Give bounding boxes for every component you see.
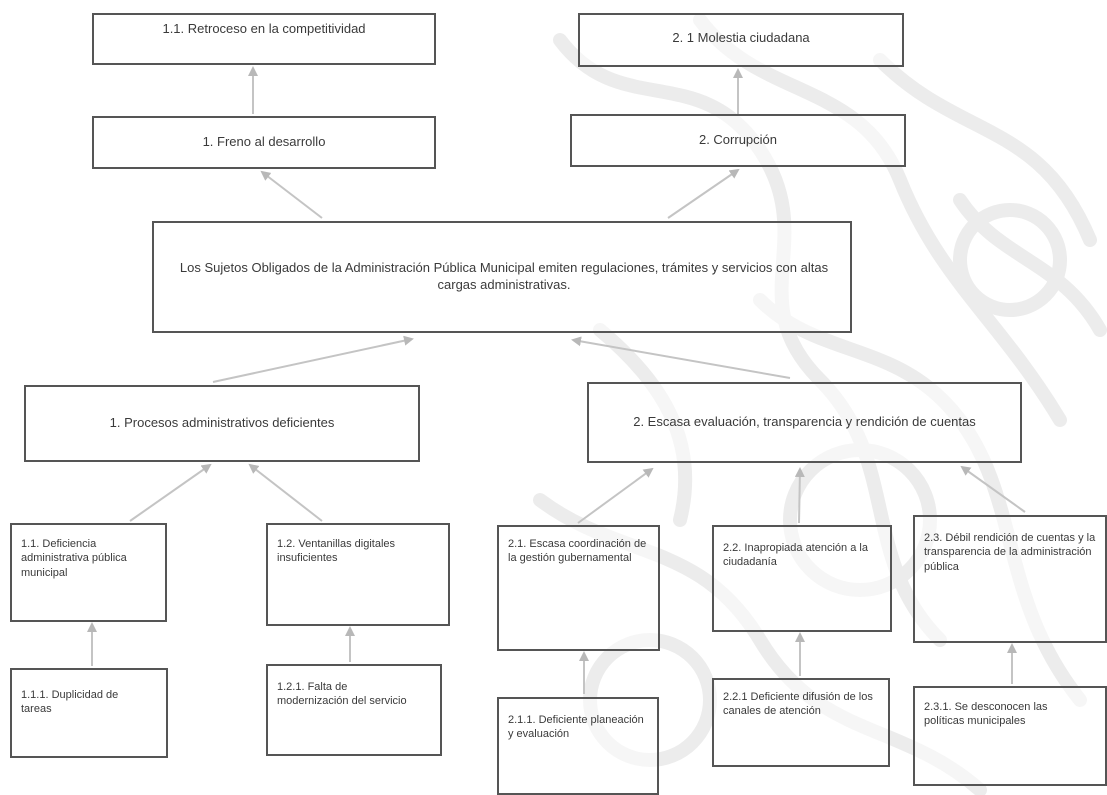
effect-1-1-text: 1.1. Retroceso en la competitividad	[162, 20, 366, 36]
arrow-c1_2-to-c1	[248, 463, 323, 522]
arrow-c1_1-to-c1	[129, 463, 212, 522]
root-1-1-1-text: 1.1.1. Duplicidad de tareas	[21, 689, 119, 716]
effect-1-text: 1. Freno al desarrollo	[202, 134, 326, 150]
arrow-c2_1-to-c2	[577, 467, 654, 524]
central-problem-box: Los Sujetos Obligados de la Administraci…	[152, 221, 852, 333]
subcause-2-2-box: 2.2. Inapropiada atención a la ciudadaní…	[712, 525, 892, 632]
root-1-1-1-box: 1.1.1. Duplicidad de tareas	[10, 668, 168, 758]
subcause-2-3-text: 2.3. Débil rendición de cuentas y la tra…	[924, 532, 1096, 573]
subcause-1-2-box: 1.2. Ventanillas digitales insuficientes	[266, 523, 450, 626]
effect-2-box: 2. Corrupción	[570, 114, 906, 167]
root-2-3-1-box: 2.3.1. Se desconocen las políticas munic…	[913, 686, 1107, 786]
subcause-2-3-box: 2.3. Débil rendición de cuentas y la tra…	[913, 515, 1107, 643]
arrow-problem-to-corrupcion	[667, 168, 740, 219]
cause-2-box: 2. Escasa evaluación, transparencia y re…	[587, 382, 1022, 463]
effect-2-1-box: 2. 1 Molestia ciudadana	[578, 13, 904, 67]
root-1-2-1-box: 1.2.1. Falta de modernización del servic…	[266, 664, 442, 756]
root-1-2-1-text: 1.2.1. Falta de modernización del servic…	[277, 681, 407, 708]
root-2-2-1-text: 2.2.1 Deficiente difusión de los canales…	[723, 691, 873, 718]
arrow-c2-to-problem	[571, 336, 791, 379]
central-problem-text: Los Sujetos Obligados de la Administraci…	[179, 260, 829, 292]
subcause-2-1-box: 2.1. Escasa coordinación de la gestión g…	[497, 525, 660, 651]
subcause-1-2-text: 1.2. Ventanillas digitales insuficientes	[277, 538, 396, 565]
root-2-3-1-text: 2.3.1. Se desconocen las políticas munic…	[924, 701, 1048, 728]
cause-1-text: 1. Procesos administrativos deficientes	[109, 415, 335, 431]
arrow-c2_2-to-c2	[794, 467, 805, 524]
root-2-2-1-box: 2.2.1 Deficiente difusión de los canales…	[712, 678, 890, 767]
cause-2-text: 2. Escasa evaluación, transparencia y re…	[633, 414, 976, 430]
arrow-c1-to-problem	[212, 335, 414, 383]
effect-2-text: 2. Corrupción	[698, 132, 778, 148]
subcause-1-1-text: 1.1. Deficiencia administrativa pública …	[21, 538, 127, 579]
subcause-2-2-text: 2.2. Inapropiada atención a la ciudadaní…	[723, 542, 868, 569]
effect-1-1-box: 1.1. Retroceso en la competitividad	[92, 13, 436, 65]
arrow-c2_3-to-c2	[960, 465, 1026, 513]
effect-1-box: 1. Freno al desarrollo	[92, 116, 436, 169]
root-2-1-1-text: 2.1.1. Deficiente planeación y evaluació…	[508, 714, 644, 741]
root-2-1-1-box: 2.1.1. Deficiente planeación y evaluació…	[497, 697, 659, 795]
subcause-1-1-box: 1.1. Deficiencia administrativa pública …	[10, 523, 167, 622]
subcause-2-1-text: 2.1. Escasa coordinación de la gestión g…	[508, 538, 647, 565]
cause-1-box: 1. Procesos administrativos deficientes	[24, 385, 420, 462]
effect-2-1-text: 2. 1 Molestia ciudadana	[672, 29, 810, 45]
arrow-problem-to-freno	[260, 170, 323, 219]
